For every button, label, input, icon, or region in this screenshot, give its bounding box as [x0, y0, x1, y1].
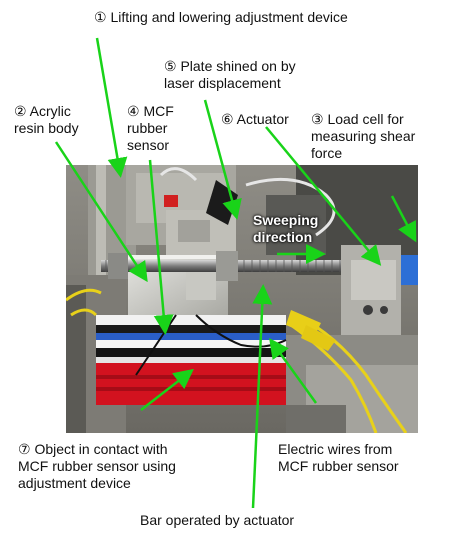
label-actuator: ⑥ Actuator [221, 111, 289, 127]
label-object-in-contact: ⑦ Object in contact with MCF rubber sens… [18, 441, 176, 491]
label-lifting-adjustment-device: ① Lifting and lowering adjustment device [94, 9, 348, 25]
label-mcf-rubber-sensor: ④ MCF rubber sensor [127, 103, 174, 153]
label-electric-wires: Electric wires from MCF rubber sensor [278, 441, 399, 474]
label-bar-operated-by-actuator: Bar operated by actuator [140, 512, 295, 528]
arrow-lifting-device [95, 37, 128, 178]
label-plate-laser: ⑤ Plate shined on by laser displacement [164, 58, 296, 91]
label-acrylic-resin-body: ② Acrylic resin body [14, 103, 79, 136]
label-sweeping-direction: Sweeping direction [253, 212, 319, 245]
experimental-setup-photo [66, 165, 418, 433]
label-load-cell: ③ Load cell for measuring shear force [311, 111, 416, 161]
